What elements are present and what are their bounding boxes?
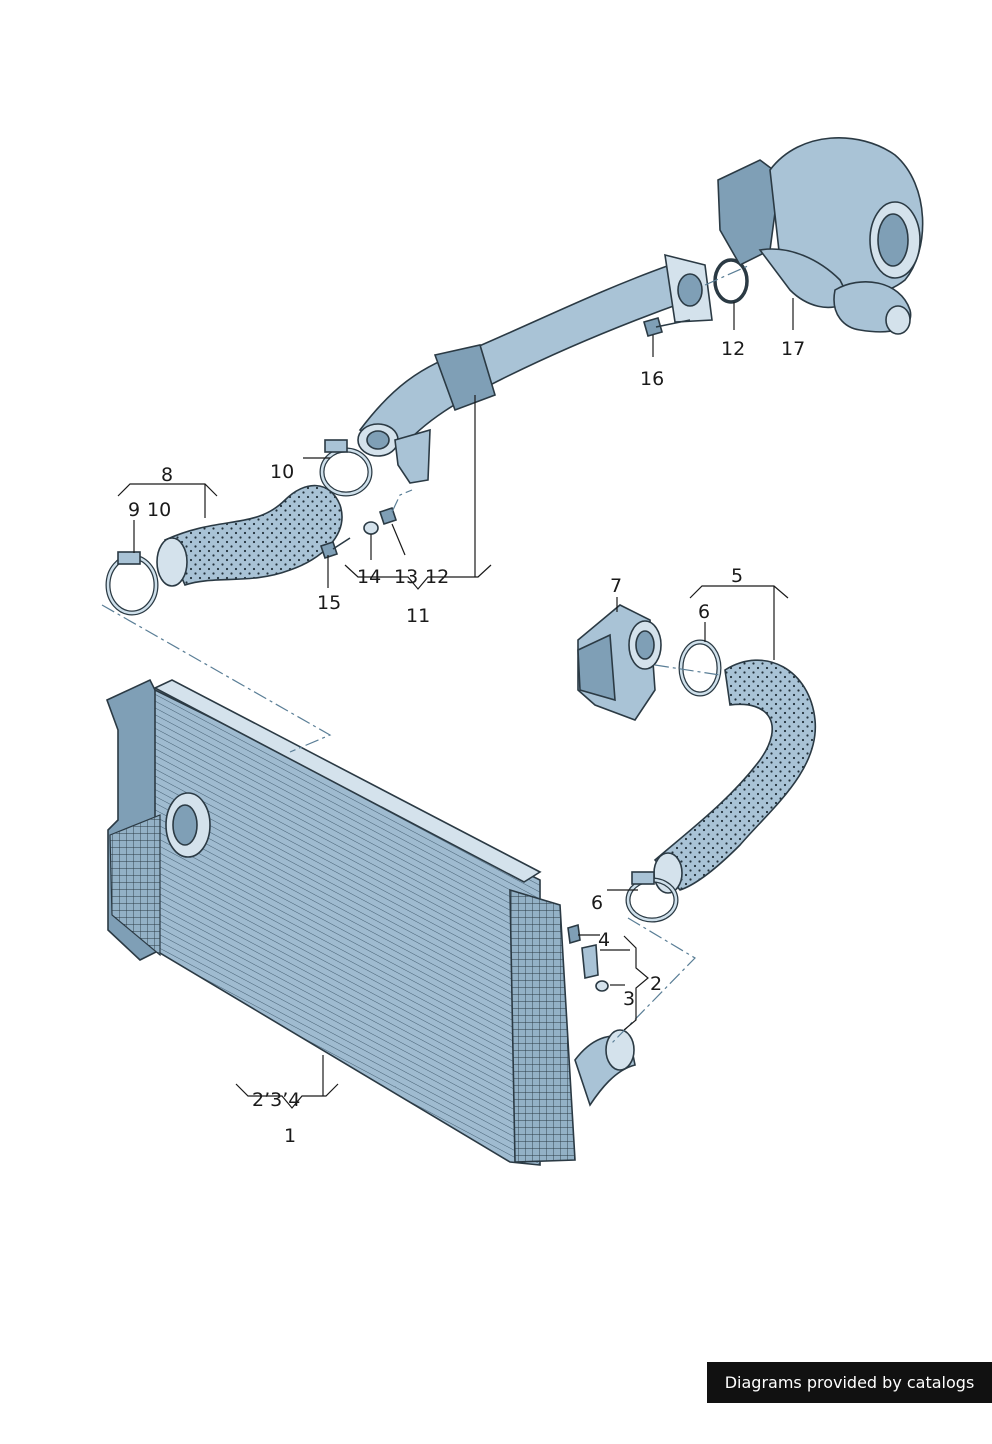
label-7: 7 — [610, 575, 622, 597]
label-3: 3 — [623, 988, 635, 1010]
connection-line-turbo — [704, 264, 751, 286]
label-1: 1 — [284, 1125, 296, 1147]
charge-pipe — [357, 253, 713, 484]
connection-line-left — [101, 604, 332, 753]
clamp-9 — [105, 551, 159, 616]
o-ring-12 — [713, 258, 749, 304]
label-17: 17 — [781, 338, 805, 360]
clamp-10-upper — [319, 439, 373, 497]
label-2: 2 — [650, 973, 662, 995]
throttle-body-7 — [577, 604, 662, 721]
clamp-6-upper — [678, 639, 722, 697]
leader-lines — [117, 298, 794, 1109]
label-12-upper: 12 — [721, 338, 745, 360]
label-6-lower: 6 — [591, 892, 603, 914]
label-11: 11 — [406, 605, 430, 627]
bolt-16 — [643, 317, 691, 337]
part-labels: 8 9 10 10 14 13 12 15 11 16 12 17 5 7 6 … — [128, 338, 805, 1147]
label-14: 14 — [357, 566, 381, 588]
label-4: 4 — [598, 929, 610, 951]
label-10-left: 10 — [147, 499, 171, 521]
label-15: 15 — [317, 592, 341, 614]
label-16: 16 — [640, 368, 664, 390]
intercooler — [105, 678, 636, 1166]
label-12-lower: 12 — [425, 566, 449, 588]
label-13: 13 — [394, 566, 418, 588]
turbocharger — [717, 137, 924, 335]
washer-14 — [363, 521, 379, 535]
label-5: 5 — [731, 565, 743, 587]
hose-5 — [653, 659, 817, 894]
label-6-upper: 6 — [698, 601, 710, 623]
nut-13 — [378, 506, 398, 526]
footer-credit: Diagrams provided by catalogs parts — [707, 1362, 992, 1433]
label-9: 9 — [128, 499, 140, 521]
bolt-15 — [319, 537, 351, 560]
label-10-upper: 10 — [270, 461, 294, 483]
label-2-3-4: 2’3’4 — [252, 1089, 300, 1111]
label-8: 8 — [161, 464, 173, 486]
sensor-assembly — [567, 923, 609, 992]
clamp-6-lower — [625, 871, 679, 923]
connection-line-bracket — [391, 489, 413, 513]
connection-line-right — [609, 917, 696, 1046]
hose-8 — [156, 484, 343, 587]
connection-line-throttle — [654, 664, 721, 676]
parts-diagram: 8 9 10 10 14 13 12 15 11 16 12 17 5 7 6 … — [101, 137, 924, 1166]
